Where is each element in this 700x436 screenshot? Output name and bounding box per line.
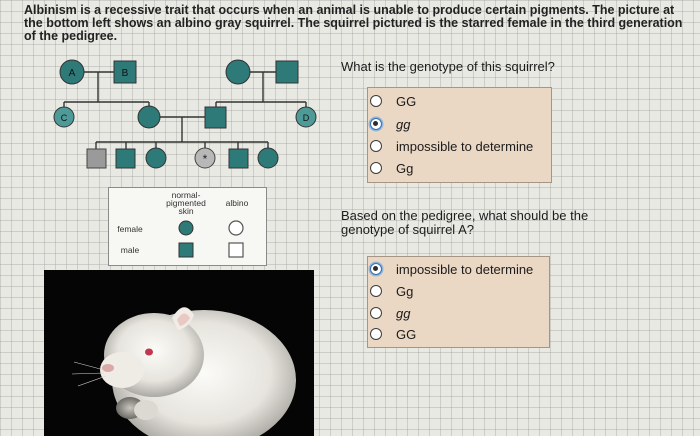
legend-col-normal: normal- pigmented skin: [166, 190, 206, 216]
svg-text:D: D: [303, 113, 310, 123]
gen3-female-1: [145, 147, 167, 169]
q1-option-gg-hetero[interactable]: Gg: [370, 157, 413, 179]
svg-text:A: A: [69, 68, 76, 79]
q1-option-gg-lower[interactable]: gg: [370, 113, 410, 135]
question-1-answer-box: GG gg impossible to determine Gg: [367, 87, 552, 183]
q1-radio-0[interactable]: [370, 95, 382, 107]
q1-radio-3[interactable]: [370, 162, 382, 174]
individual-c-female: C: [53, 106, 75, 128]
legend-symbols: [178, 220, 244, 258]
pedigree-legend: normal- pigmented skin albino female mal…: [108, 187, 267, 266]
q2-option-gg-lower[interactable]: gg: [370, 302, 410, 324]
intro-text: Albinism is a recessive trait that occur…: [24, 3, 683, 43]
gen1-right-female: [225, 59, 251, 85]
individual-d-female: D: [295, 106, 317, 128]
question-2-answer-box: impossible to determine Gg gg GG: [367, 256, 550, 348]
gen3-starred-female: *: [194, 147, 216, 169]
svg-text:B: B: [122, 68, 129, 79]
question-1-text: What is the genotype of this squirrel?: [341, 59, 555, 74]
q2-option-impossible[interactable]: impossible to determine: [370, 258, 533, 280]
q2-radio-1[interactable]: [370, 285, 382, 297]
gen2-female: [137, 105, 161, 129]
individual-b-male: B: [113, 60, 137, 84]
question-2-text: Based on the pedigree, what should be th…: [341, 208, 589, 237]
q2-option-gg-hetero[interactable]: Gg: [370, 280, 413, 302]
gen1-right-male: [275, 60, 299, 84]
legend-row-female: female: [117, 224, 143, 234]
gen2-male: [204, 106, 227, 129]
gen3-male-1: [86, 148, 107, 169]
q1-radio-1-selected[interactable]: [370, 118, 382, 130]
svg-text:*: *: [203, 152, 208, 166]
gen3-female-2: [257, 147, 279, 169]
legend-row-male: male: [120, 245, 140, 255]
q1-option-gg-upper[interactable]: GG: [370, 90, 416, 112]
albino-squirrel-photo: [44, 270, 314, 436]
pedigree-chart: A B C D *: [53, 59, 317, 169]
q2-radio-2[interactable]: [370, 307, 382, 319]
individual-a-female: A: [59, 59, 85, 85]
q2-option-gg-upper[interactable]: GG: [370, 323, 416, 345]
gen3-male-2: [115, 148, 136, 169]
q1-radio-2[interactable]: [370, 140, 382, 152]
gen3-male-3: [228, 148, 249, 169]
svg-text:C: C: [61, 113, 68, 123]
q2-radio-0-selected[interactable]: [370, 263, 382, 275]
q1-option-impossible[interactable]: impossible to determine: [370, 135, 533, 157]
legend-col-albino: albino: [225, 198, 249, 208]
q2-radio-3[interactable]: [370, 328, 382, 340]
